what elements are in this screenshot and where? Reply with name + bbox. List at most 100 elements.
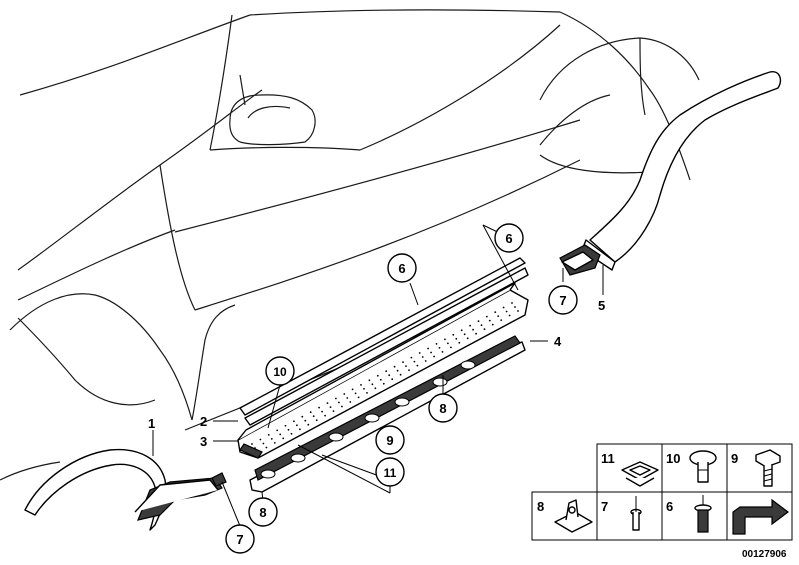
perforation-dot: [405, 365, 407, 367]
perforation-dot: [335, 397, 337, 400]
perforation-dot: [332, 410, 335, 412]
perforation-dot: [371, 383, 374, 386]
perforation-dot: [508, 314, 511, 317]
perforation-dot: [483, 328, 486, 331]
perforation-dot: [321, 410, 323, 413]
mounting-bracket-icon: [554, 499, 593, 533]
callout-8b-bubble: 8: [248, 497, 278, 527]
perforation-dot: [491, 323, 494, 326]
perforation-dot: [427, 347, 429, 350]
perforation-dot: [279, 433, 282, 436]
callout-9: 9: [386, 433, 393, 448]
callout-6a: 6: [398, 261, 405, 276]
car-body-outline: [0, 9, 700, 481]
callout-7b-bubble: 7: [225, 524, 255, 554]
push-pin-icon: [689, 450, 717, 483]
perforation-dot: [307, 423, 310, 426]
perforation-dot: [287, 428, 290, 431]
perforation-dot: [312, 415, 315, 418]
front-wheel-arch-trim: [24, 448, 223, 531]
legend-label-8: 8: [537, 499, 544, 514]
perforation-dot: [265, 446, 268, 449]
callout-9-bubble: 9: [375, 425, 405, 455]
perforation-dot: [444, 338, 446, 341]
callout-7b: 7: [236, 532, 243, 547]
perforation-dot: [488, 319, 491, 322]
perforation-dot: [349, 401, 352, 403]
callout-5: 5: [598, 298, 605, 313]
perforation-dot: [385, 370, 388, 373]
perforation-dot: [477, 320, 480, 323]
screw-icon: [755, 449, 781, 487]
perforation-dot: [421, 356, 424, 358]
perforation-dot: [374, 387, 377, 390]
blind-rivet-icon: [694, 495, 712, 533]
perforation-dot: [324, 414, 326, 417]
mount-boss: [260, 469, 276, 479]
perforation-dot: [447, 342, 449, 345]
callout-7a: 7: [559, 293, 566, 308]
callout-6b-bubble: 6: [494, 223, 524, 253]
mount-boss: [460, 360, 476, 370]
perforation-dot: [315, 419, 318, 422]
perforation-dot: [296, 424, 298, 427]
legend-label-10: 10: [666, 451, 680, 466]
perforation-dot: [399, 373, 402, 376]
perforation-dot: [452, 333, 455, 336]
callout-11: 11: [384, 466, 397, 480]
mount-boss: [290, 453, 306, 463]
perforation-dot: [435, 343, 438, 345]
perforation-dot: [251, 443, 253, 445]
callout-10: 10: [273, 365, 287, 379]
callout-11-bubble: 11: [375, 457, 405, 487]
expanding-rivet-icon: [630, 496, 642, 531]
callout-8a: 8: [439, 401, 446, 416]
perforation-dot: [505, 310, 508, 313]
sill-top-moulding: [239, 257, 529, 426]
legend-label-6: 6: [666, 499, 673, 514]
perforation-dot: [326, 402, 329, 404]
mount-boss: [394, 397, 410, 407]
legend-label-7: 7: [601, 499, 608, 514]
lower-panel-mounts: [260, 360, 476, 479]
perforation-dot: [376, 374, 379, 377]
perforation-dot: [379, 378, 382, 381]
perforation-dot: [343, 393, 346, 395]
perforation-dot: [500, 319, 503, 321]
perforation-dot: [441, 351, 444, 353]
perforation-dot: [460, 329, 463, 332]
perforation-dot: [430, 351, 432, 354]
callout-8b: 8: [259, 505, 266, 520]
perforation-dot: [346, 397, 349, 399]
perforation-dot: [363, 388, 365, 390]
perforation-dot: [424, 360, 427, 362]
mount-boss: [432, 377, 448, 387]
callout-1: 1: [148, 416, 155, 431]
perforation-dot: [273, 442, 276, 444]
callout-2: 2: [200, 414, 207, 429]
perforation-dot: [433, 355, 435, 358]
perforation-dot: [475, 332, 477, 335]
perforation-dot: [413, 360, 416, 363]
perforation-dot: [299, 428, 301, 431]
callout-6a-bubble: 6: [387, 253, 417, 283]
fastener-legend: 11 10 9 8 7 6: [531, 443, 793, 560]
arrow-direction-icon: [732, 498, 789, 535]
callout-7a-bubble: 7: [548, 285, 578, 315]
perforation-dot: [450, 346, 452, 349]
mount-boss: [328, 432, 344, 442]
perforation-dot: [393, 365, 396, 368]
perforation-dot: [293, 420, 295, 423]
perforation-dot: [391, 378, 394, 381]
perforation-dot: [270, 438, 273, 440]
perforation-dot: [497, 315, 500, 317]
perforation-dot: [517, 310, 519, 312]
perforation-dot: [360, 384, 362, 386]
legend-label-9: 9: [731, 451, 738, 466]
perforation-dot: [502, 306, 505, 309]
perforation-dot: [276, 429, 279, 432]
rocker-sill-panel: [237, 282, 529, 459]
perforation-dot: [410, 356, 413, 359]
perforation-dot: [514, 306, 516, 308]
